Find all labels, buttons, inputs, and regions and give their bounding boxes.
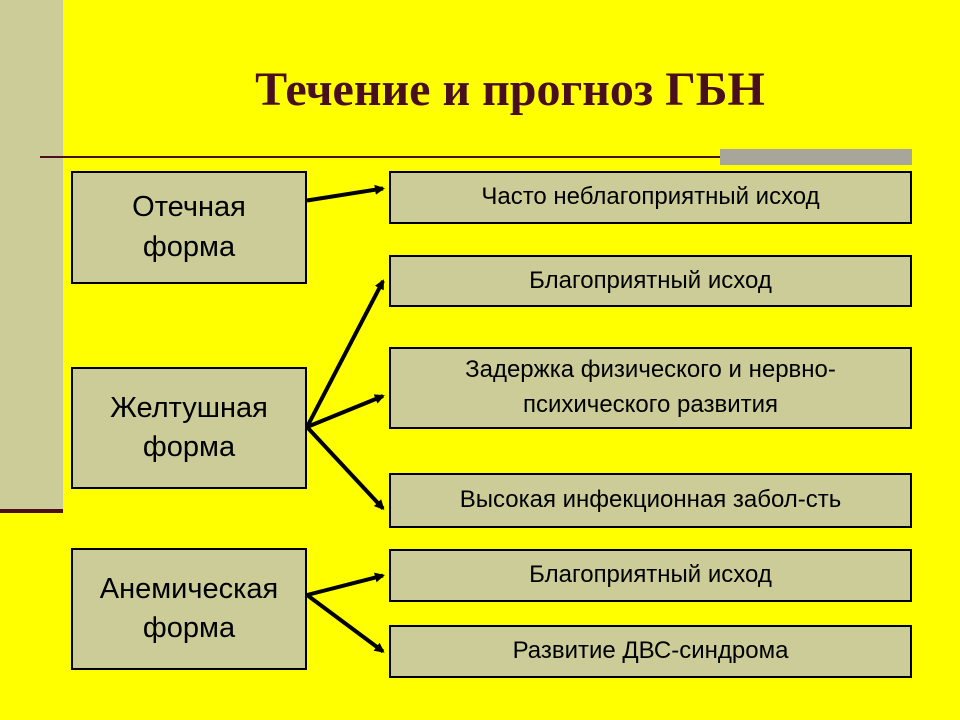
form-label: Желтушная форма	[110, 391, 268, 463]
outcome-label: Развитие ДВС-синдрома	[512, 637, 789, 665]
connector-arrow-4	[305, 425, 385, 510]
form-box-icteric: Желтушная форма	[71, 367, 307, 489]
connector-arrow-6	[305, 593, 385, 654]
form-box-anemic: Анемическая форма	[71, 548, 307, 670]
outcome-box-2: Благоприятный исход	[389, 255, 912, 307]
outcome-label: Задержка физического и нервно- психическ…	[465, 356, 836, 418]
outcome-box-3: Задержка физического и нервно- психическ…	[389, 347, 912, 429]
outcome-box-1: Часто неблагоприятный исход	[389, 171, 912, 224]
outcome-box-6: Развитие ДВС-синдрома	[389, 625, 912, 678]
title-underline	[40, 156, 910, 158]
form-box-edematous: Отечная форма	[71, 171, 307, 284]
side-decor-line	[0, 509, 63, 513]
connector-arrow-1	[306, 184, 385, 203]
outcome-box-4: Высокая инфекционная забол-сть	[389, 473, 912, 528]
form-label: Анемическая форма	[99, 572, 279, 644]
outcome-box-5: Благоприятный исход	[389, 549, 912, 602]
outcome-label: Часто неблагоприятный исход	[481, 183, 820, 211]
connector-arrow-3	[306, 394, 385, 429]
title-accent-bar	[720, 149, 912, 165]
outcome-label: Благоприятный исход	[529, 266, 772, 294]
outcome-label: Благоприятный исход	[529, 561, 772, 589]
connector-arrow-5	[306, 572, 385, 597]
connector-arrow-2	[305, 279, 385, 428]
outcome-label: Высокая инфекционная забол-сть	[459, 486, 842, 514]
form-label: Отечная форма	[132, 191, 246, 263]
side-decor-bar	[0, 0, 63, 511]
slide-title: Течение и прогноз ГБН	[255, 63, 765, 116]
